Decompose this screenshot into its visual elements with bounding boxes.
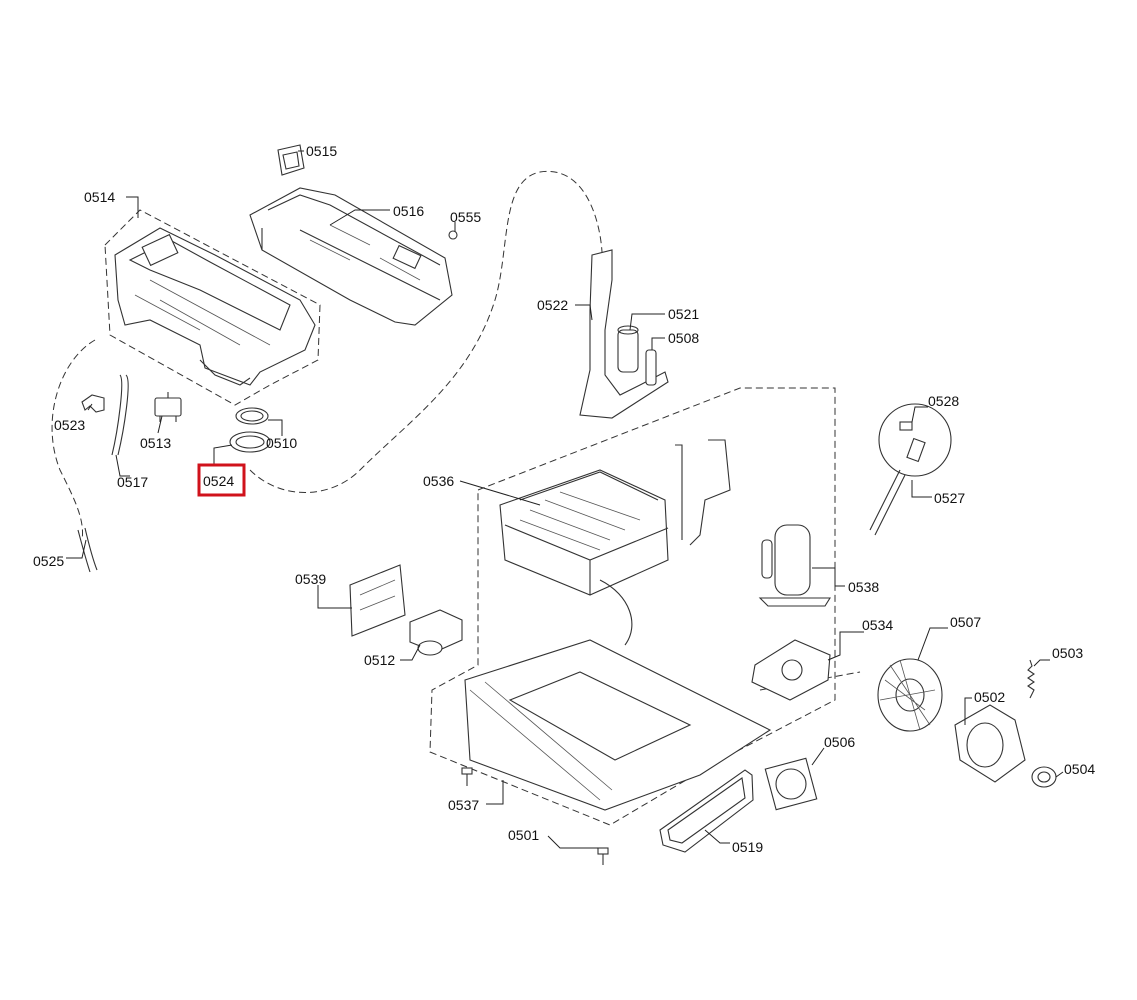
part-0504-drawing [1031,766,1057,788]
highlight-box-0524 [197,463,246,497]
part-0527-0528-drawing [869,403,952,536]
label-0536: 0536 [423,473,454,489]
part-0519-drawing [659,769,754,853]
label-0519: 0519 [732,839,763,855]
part-0508-drawing [645,349,657,386]
label-0516: 0516 [393,203,424,219]
label-0527: 0527 [934,490,965,506]
part-0523-drawing [81,394,105,413]
part-0525-drawing [77,527,98,573]
label-0528: 0528 [928,393,959,409]
part-labels: 0514 0515 0516 0555 0522 0521 0508 0523 … [33,143,1095,855]
label-0538: 0538 [848,579,879,595]
part-0537-drawing [461,767,473,786]
label-0539: 0539 [295,571,326,587]
label-0521: 0521 [668,306,699,322]
part-0516-drawing [249,187,453,326]
part-0517-drawing [111,374,129,456]
label-0508: 0508 [668,330,699,346]
label-0523: 0523 [54,417,85,433]
label-0525: 0525 [33,553,64,569]
part-0521-drawing [617,325,639,373]
label-0504: 0504 [1064,761,1095,777]
label-0510: 0510 [266,435,297,451]
part-0503-drawing [1027,659,1035,699]
part-0536-drawing [499,439,731,596]
label-0513: 0513 [140,435,171,451]
label-0524: 0524 [203,473,234,489]
part-0513-drawing [154,392,182,422]
part-0538-drawing [758,524,831,607]
part-0502-drawing [954,704,1026,783]
part-0501-drawing [464,579,772,811]
label-0515: 0515 [306,143,337,159]
label-0506: 0506 [824,734,855,750]
part-0524-drawing [229,431,271,453]
part-0539-drawing [349,564,406,637]
label-0514: 0514 [84,189,115,205]
label-0512: 0512 [364,652,395,668]
part-0512-drawing [409,609,463,656]
label-0502: 0502 [974,689,1005,705]
part-0507-drawing [877,658,943,732]
part-0534-drawing [751,639,831,701]
part-0501-screw-drawing [597,847,609,865]
part-drawings [77,144,1057,865]
part-0555-drawing [448,230,458,240]
label-0555: 0555 [450,209,481,225]
part-0514-drawing [114,227,316,386]
label-0517: 0517 [117,474,148,490]
label-0501: 0501 [508,827,539,843]
label-0507: 0507 [950,614,981,630]
label-0537: 0537 [448,797,479,813]
label-0503: 0503 [1052,645,1083,661]
label-0522: 0522 [537,297,568,313]
part-0515-drawing [277,144,305,176]
leader-lines [66,150,1064,849]
label-0534: 0534 [862,617,893,633]
part-0506-drawing [764,757,818,811]
